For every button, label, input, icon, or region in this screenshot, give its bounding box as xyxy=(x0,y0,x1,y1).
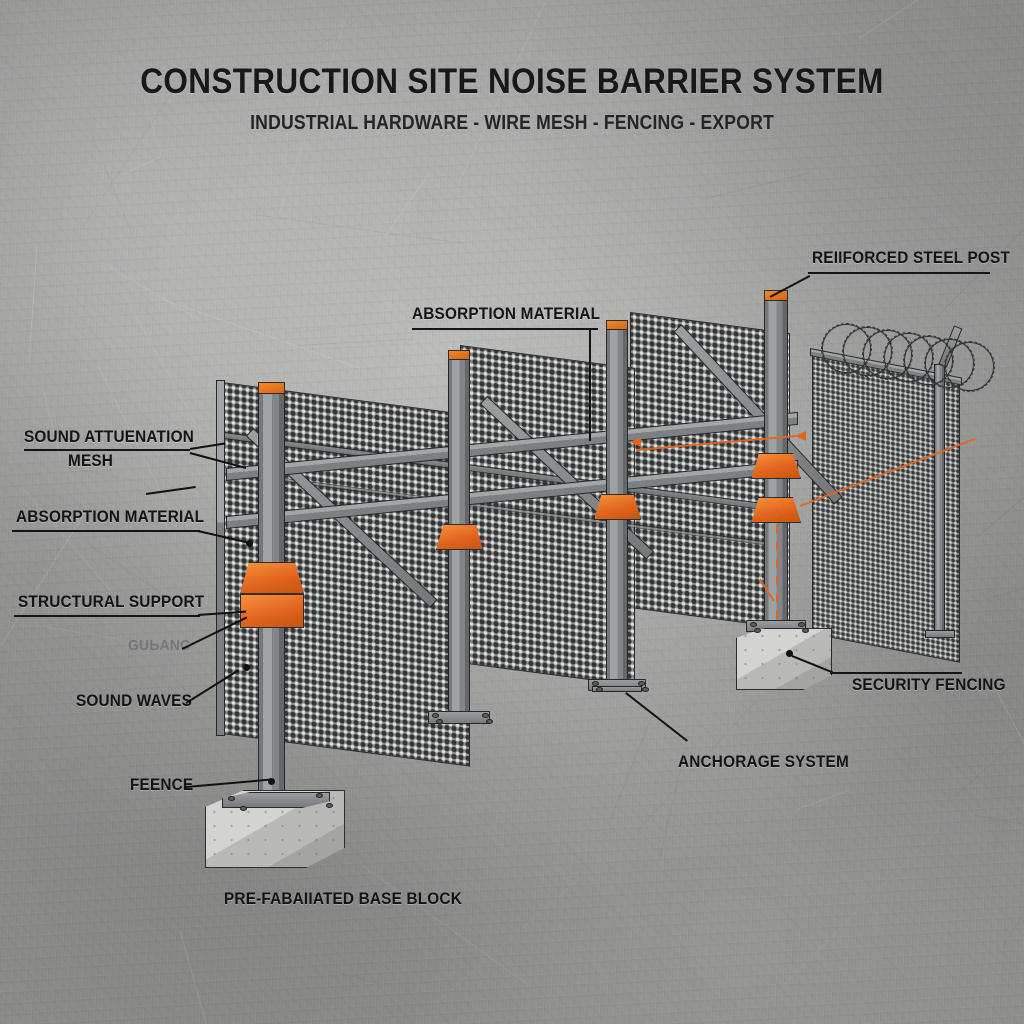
callout-sound-attenuation-mesh: SOUND ATTUENATION xyxy=(24,428,194,446)
anchor-bolt xyxy=(436,719,443,724)
post-1-anchor-plate xyxy=(222,792,330,808)
post-2-bracket xyxy=(436,524,483,550)
callout-structural-support-rule xyxy=(14,615,200,617)
callout-security-fencing-rule xyxy=(830,672,962,674)
leader-absorption-material-top xyxy=(592,328,598,330)
post-1-bracket-lower xyxy=(240,594,304,628)
panel-left-edge-frame xyxy=(216,380,225,736)
anchor-bolt xyxy=(316,793,323,798)
anchor-bolt xyxy=(482,713,489,718)
anchor-bolt xyxy=(432,713,439,718)
concrete-base-block-right xyxy=(736,628,832,690)
anchor-bolt xyxy=(240,806,247,811)
callout-absorption-material-left: ABSORPTION MATERIAL xyxy=(16,508,205,526)
post-1-bracket-upper xyxy=(240,562,304,594)
callout-fence: FEENCE xyxy=(130,776,194,794)
post-2-base-plate xyxy=(428,711,490,724)
post-3-bracket xyxy=(594,494,641,520)
anchor-bolt xyxy=(802,628,809,633)
anchor-bolt xyxy=(642,687,649,692)
anchor-bolt xyxy=(798,622,805,627)
callout-absorption-material-top: ABSORPTION MATERIAL xyxy=(412,305,601,323)
concrete-speckle-right xyxy=(737,629,831,689)
anchor-bolt xyxy=(592,681,599,686)
page-title: CONSTRUCTION SITE NOISE BARRIER SYSTEM xyxy=(140,62,884,101)
callout-structural-support: STRUCTURAL SUPPORT xyxy=(18,593,205,611)
anchor-bolt xyxy=(750,622,757,627)
orange-dash-down xyxy=(776,508,778,626)
anchor-bolt xyxy=(486,719,493,724)
anchor-bolt xyxy=(754,628,761,633)
post-3-base-plate-2 xyxy=(592,686,642,692)
callout-absorption-material-left-rule xyxy=(12,530,200,532)
post-4-bracket-upper xyxy=(751,453,801,479)
callout-sound-attenuation-mesh-line2: MESH xyxy=(68,452,114,470)
orange-arrowhead-mid xyxy=(630,437,641,447)
callout-reinforced-steel-post: REIIFORCED STEEL POST xyxy=(812,249,1011,267)
leader-dot-sound-waves xyxy=(243,664,250,671)
callout-security-fencing: SECURITY FENCING xyxy=(852,676,1006,694)
callout-reinforced-steel-post-rule xyxy=(808,272,990,274)
razor-wire-coil xyxy=(944,341,995,392)
anchor-bolt xyxy=(638,681,645,686)
callout-sound-waves: SOUND WAVES xyxy=(76,692,193,710)
leader-dot-fence xyxy=(268,778,275,785)
security-fence-end-post xyxy=(934,364,945,638)
anchor-bolt xyxy=(228,796,235,801)
leader-absorption-material-top-v xyxy=(589,329,591,441)
callout-guard-faint: GUЬANC xyxy=(128,637,191,654)
anchor-bolt xyxy=(326,803,333,808)
leader-dot-absorption-left xyxy=(246,540,253,547)
page-subtitle: INDUSTRIAL HARDWARE - WIRE MESH - FENCIN… xyxy=(250,112,774,134)
leader-dot-security-fencing xyxy=(786,650,793,657)
callout-prefabricated-base-block: PRE-FABAIIATED BASE BLOCK xyxy=(224,890,462,908)
anchor-bolt xyxy=(596,687,603,692)
security-fence-post-plate xyxy=(925,630,955,638)
callout-anchorage-system: ANCHORAGE SYSTEM xyxy=(678,753,849,771)
callout-sound-attenuation-mesh-rule xyxy=(24,449,190,451)
orange-arrowhead-right xyxy=(795,431,806,441)
callout-absorption-material-top-rule xyxy=(412,328,592,330)
